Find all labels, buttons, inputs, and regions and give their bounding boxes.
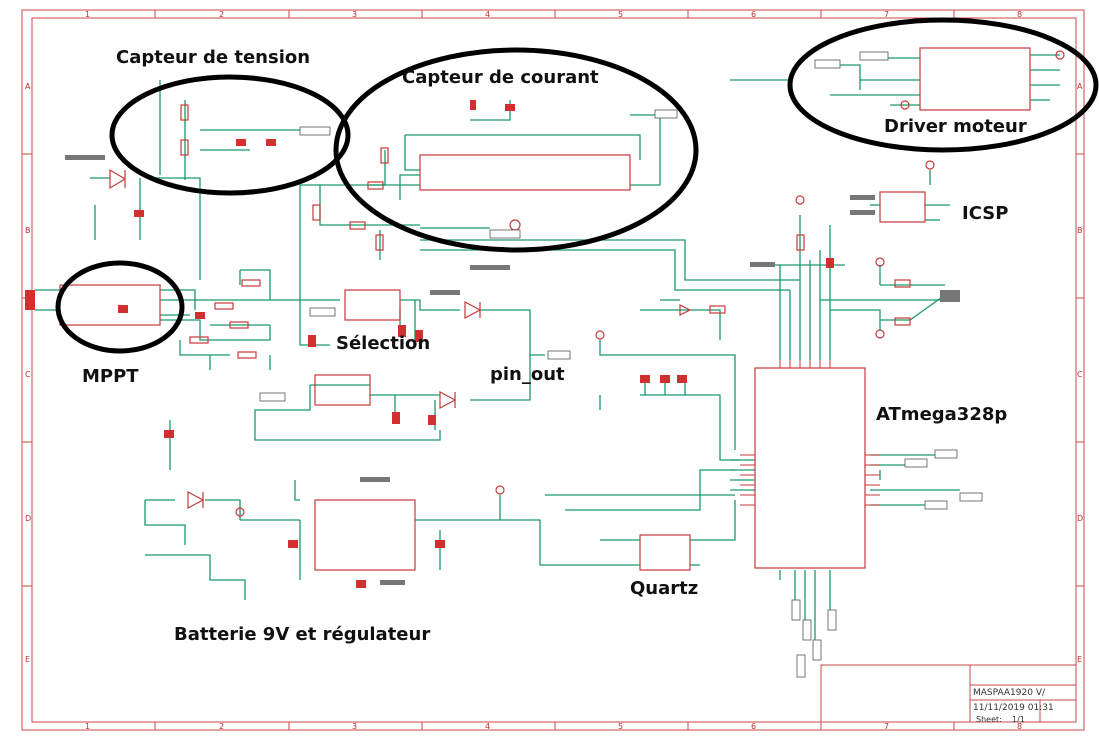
mcu-label: ATmega328p [876,404,1008,425]
title-block-name: MASPAA1920 V/ [973,688,1046,698]
row-label-e-right: E [1077,655,1083,664]
col-label-6: 6 [751,10,757,19]
grid-ruler [22,10,1084,730]
row-label-c: C [25,370,31,379]
regulator-ic [314,499,416,571]
pin-out-label: pin_out [490,364,565,385]
motor-driver-label: Driver moteur [884,116,1027,137]
current-sensor-label: Capteur de courant [402,67,599,88]
current-sensor-ic [419,154,631,191]
icsp-header [879,191,926,223]
battery-label: Batterie 9V et régulateur [174,624,431,645]
net-label-bars [65,155,960,585]
row-label-c-right: C [1077,370,1083,379]
quartz-label: Quartz [630,578,699,599]
col-label-1: 1 [85,10,91,19]
col-label-3: 3 [352,10,358,19]
title-block-date: 11/11/2019 01:31 [973,703,1054,713]
current-sensor-ellipse [333,47,699,253]
row-label-a-right: A [1077,82,1083,91]
row-label-d-right: D [1077,514,1084,523]
col-label-1-bottom: 1 [85,722,91,731]
selection-ic-1 [344,289,401,321]
title-block-sheet-label: Sheet: [976,715,1002,724]
net-tags [259,51,983,678]
col-label-7: 7 [884,10,890,19]
col-label-8-bottom: 8 [1017,722,1023,731]
col-label-4-bottom: 4 [485,722,491,731]
voltage-sensor-ellipse [109,74,351,196]
quartz-ic [639,534,691,571]
mppt-ic [59,284,161,326]
mcu-pin-ticks [740,360,880,506]
wires [35,54,1060,640]
driver-ic [919,47,1031,111]
title-block [820,664,1077,723]
row-label-e: E [25,655,31,664]
sheet-inner-frame [31,17,1077,723]
row-label-b-right: B [1077,226,1083,235]
col-label-3-bottom: 3 [352,722,358,731]
col-label-2: 2 [219,10,225,19]
selection-label: Sélection [336,333,431,354]
row-label-d: D [25,514,32,523]
selection-ic-2 [314,374,371,406]
row-label-b: B [25,226,31,235]
col-label-2-bottom: 2 [219,722,225,731]
col-label-5: 5 [618,10,624,19]
col-label-5-bottom: 5 [618,722,624,731]
capacitors [25,100,834,588]
col-label-7-bottom: 7 [884,722,890,731]
icsp-label: ICSP [962,203,1009,224]
col-label-4: 4 [485,10,491,19]
mppt-ellipse [55,260,185,354]
mppt-label: MPPT [82,366,139,387]
mcu-ic [754,367,866,569]
row-label-a: A [25,82,31,91]
motor-driver-ellipse [787,17,1099,153]
title-block-sheet-value: 1/1 [1012,715,1025,724]
sheet-frame [21,9,1085,731]
col-label-6-bottom: 6 [751,722,757,731]
voltage-sensor-label: Capteur de tension [116,47,311,68]
highlight-ellipses [55,17,1099,354]
col-label-8: 8 [1017,10,1023,19]
